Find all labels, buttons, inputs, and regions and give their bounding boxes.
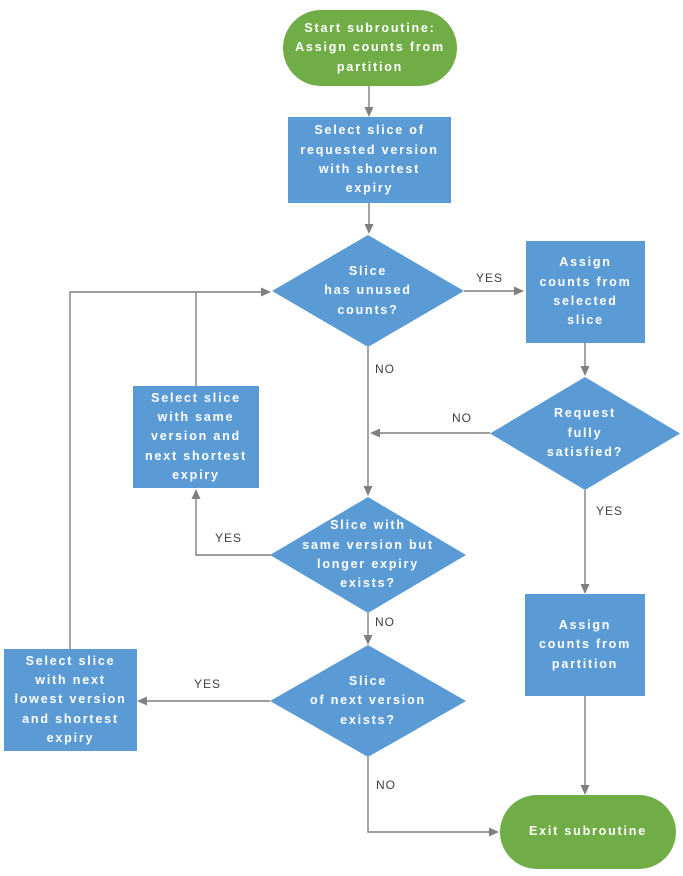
decision-next-version-exists-label: Slice of next version exists? [310, 673, 426, 727]
arrowhead-down-icon [364, 107, 374, 117]
decision-slice-has-unused-counts-label: Slice has unused counts? [324, 263, 412, 317]
arrowhead-down-icon [363, 635, 373, 645]
process-assign-counts-partition-label: Assign counts from partition [538, 617, 632, 671]
process-select-next-lowest-version: Select slice with next lowest version an… [4, 649, 137, 751]
start-node-label: Start subroutine: Assign counts from par… [295, 20, 445, 74]
arrowhead-right-icon [514, 286, 524, 296]
label-longer-expiry-yes: YES [215, 531, 243, 545]
label-next-version-no: NO [376, 778, 396, 792]
process-select-same-version-next-shortest-label: Select slice with same version and next … [145, 390, 247, 483]
arrowhead-right-icon [489, 827, 499, 837]
edge-next-version-no [367, 757, 491, 833]
process-select-requested-version: Select slice of requested version with s… [288, 117, 451, 203]
process-assign-counts-selected-slice-label: Assign counts from selected slice [539, 255, 632, 328]
exit-node-label: Exit subroutine [529, 824, 647, 839]
edge-longer-expiry-yes [195, 492, 272, 556]
arrowhead-down-icon [364, 224, 374, 234]
exit-node: Exit subroutine [500, 795, 676, 869]
label-longer-expiry-no: NO [375, 615, 395, 629]
decision-longer-expiry-exists-label: Slice with same version but longer expir… [302, 518, 434, 591]
process-select-requested-version-label: Select slice of requested version with s… [300, 123, 439, 196]
arrowhead-down-icon [580, 785, 590, 795]
arrowhead-right-icon [261, 287, 271, 297]
decision-request-fully-satisfied-label: Request fully satisfied? [546, 406, 624, 460]
arrowhead-left-icon [370, 428, 380, 438]
process-select-next-lowest-version-label: Select slice with next lowest version an… [14, 653, 127, 746]
edge-select-next-lowest-return [69, 291, 263, 649]
label-fully-satisfied-no: NO [452, 411, 472, 425]
start-node: Start subroutine: Assign counts from par… [283, 10, 457, 86]
arrowhead-up-icon [191, 489, 201, 499]
arrowhead-down-icon [580, 366, 590, 376]
arrowhead-left-icon [137, 696, 147, 706]
process-select-same-version-next-shortest: Select slice with same version and next … [133, 386, 259, 488]
label-next-version-yes: YES [194, 677, 222, 691]
process-assign-counts-partition: Assign counts from partition [525, 594, 645, 696]
label-has-unused-no: NO [375, 362, 395, 376]
process-assign-counts-selected-slice: Assign counts from selected slice [526, 241, 645, 343]
arrowhead-down-icon [363, 486, 373, 496]
arrowhead-down-icon [580, 584, 590, 594]
label-has-unused-yes: YES [476, 271, 504, 285]
label-fully-satisfied-yes: YES [596, 504, 624, 518]
